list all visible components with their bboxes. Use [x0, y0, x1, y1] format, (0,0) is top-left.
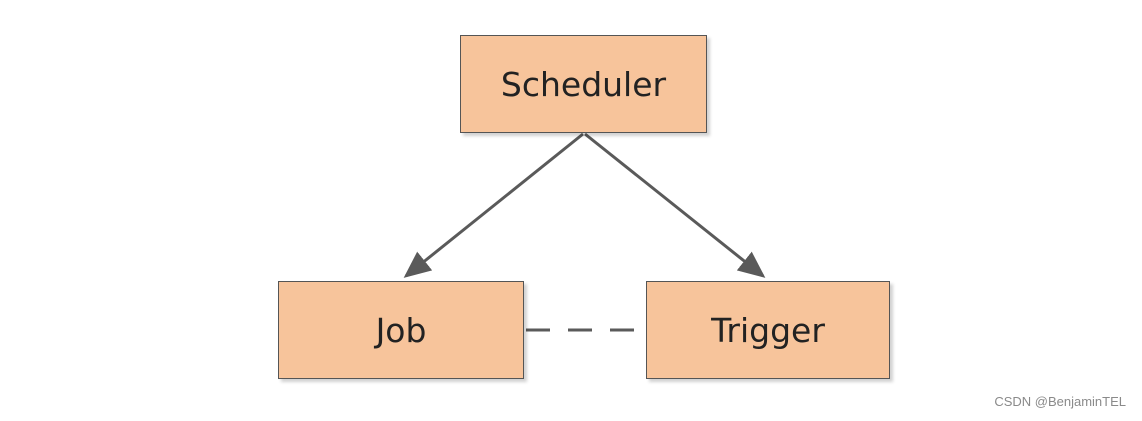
edge-scheduler-to-job	[403, 132, 584, 278]
watermark: CSDN @BenjaminTEL	[994, 394, 1126, 409]
scheduler-node: Scheduler	[460, 35, 707, 133]
trigger-node: Trigger	[646, 281, 890, 379]
job-node: Job	[278, 281, 524, 379]
edge-scheduler-to-trigger	[584, 132, 766, 278]
job-label: Job	[375, 310, 427, 350]
scheduler-label: Scheduler	[500, 64, 667, 104]
trigger-label: Trigger	[711, 310, 825, 350]
